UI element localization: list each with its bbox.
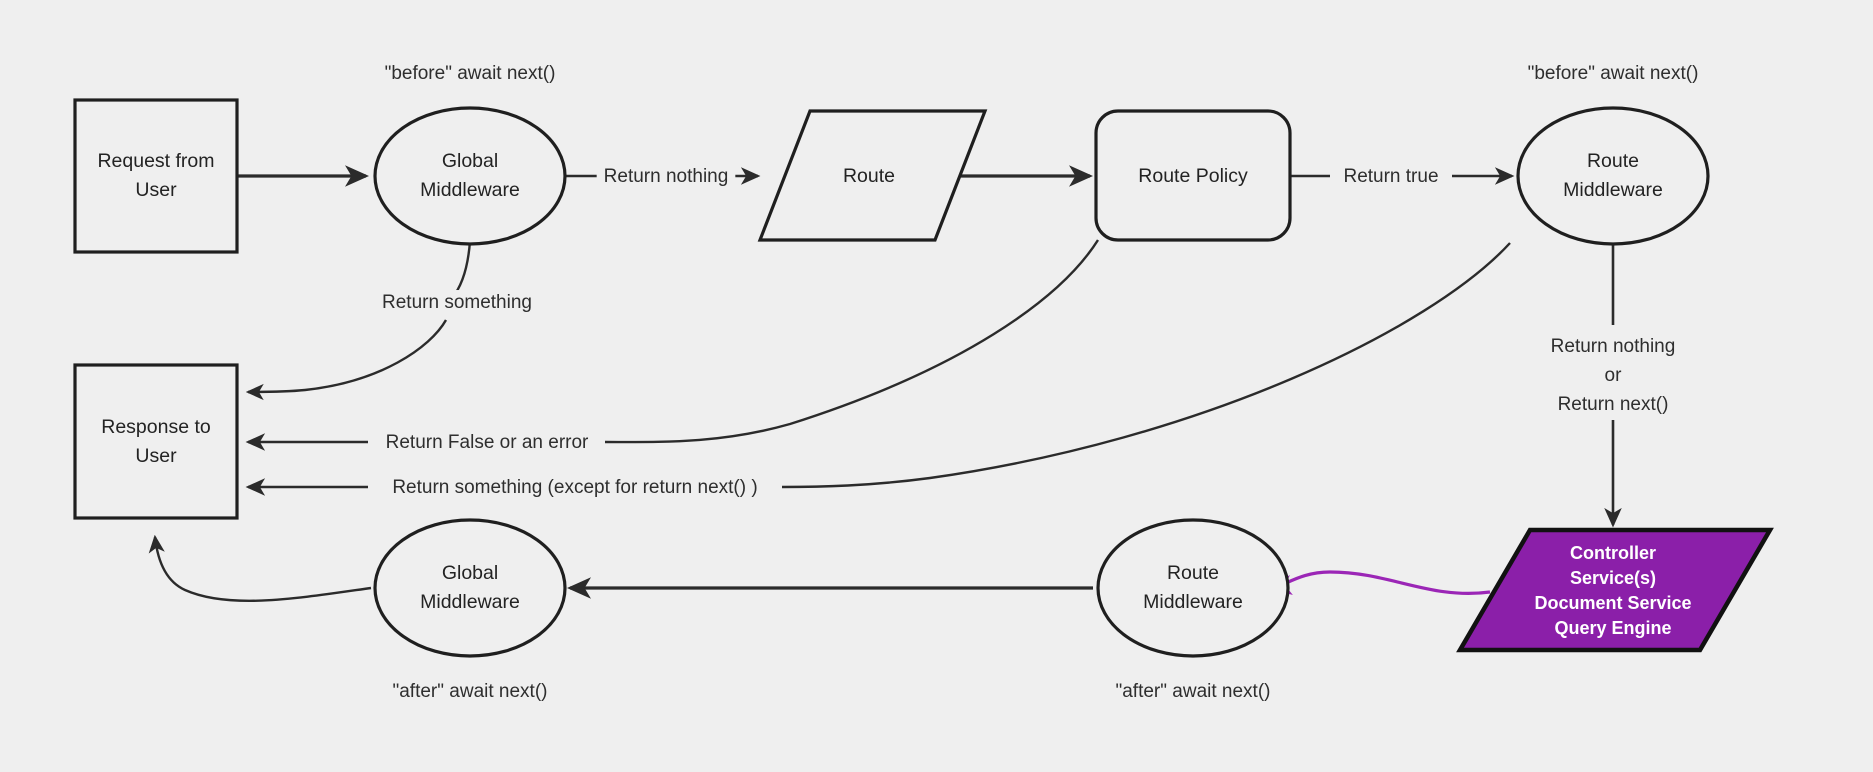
node-route-policy[interactable]: Route Policy (1094, 109, 1292, 242)
edge-label-return-something: Return something (382, 292, 532, 313)
edge-label-controller-line3: Return next() (1558, 394, 1669, 415)
annotation-after-await-next-route: "after" await next() (1116, 681, 1271, 702)
node-label-response-to-user-line2: User (135, 445, 177, 467)
edge-global-middleware-return-something: Return something (245, 240, 539, 401)
node-request-from-user[interactable]: Request from User (73, 98, 239, 254)
edge-label-backing (1597, 363, 1630, 389)
edge-label-return-something-except: Return something (except for return next… (392, 477, 757, 498)
edge-route-middleware-to-controller: Return nothing or Return next() (1543, 243, 1683, 528)
annotation-before-await-next-route: "before" await next() (1528, 63, 1699, 84)
node-label-request-from-user-line1: Request from (97, 150, 214, 172)
edge-label-backing (378, 430, 597, 456)
edge-label-backing (596, 164, 736, 190)
edge-global-middleware-to-route: Return nothing (564, 164, 761, 190)
node-label-route-middleware-after-line1: Route (1167, 562, 1219, 584)
edge-global-middleware-after-to-response (148, 534, 372, 602)
node-response-to-user[interactable]: Response to User (73, 363, 239, 520)
edge-route-policy-return-false: Return False or an error (245, 239, 1100, 456)
node-label-controller-line4: Query Engine (1554, 618, 1671, 638)
edge-label-controller-line1: Return nothing (1551, 336, 1676, 357)
node-label-response-to-user-line1: Response to (101, 416, 211, 438)
node-global-middleware-after[interactable]: Global Middleware (373, 518, 567, 658)
node-label-controller-line2: Service(s) (1570, 568, 1656, 588)
edge-label-controller-line2: or (1605, 365, 1623, 386)
edge-route-policy-to-route-middleware: Return true (1290, 164, 1515, 190)
node-label-route-middleware-before-line2: Middleware (1563, 179, 1663, 201)
edge-label-backing (375, 290, 539, 316)
node-label-global-middleware-after-line1: Global (442, 562, 498, 584)
edge-label-backing (385, 475, 765, 501)
edge-label-backing (1336, 164, 1446, 190)
edge-label-backing (1543, 334, 1683, 360)
node-label-route-middleware-after-line2: Middleware (1143, 591, 1243, 613)
edge-label-backing (1550, 392, 1676, 418)
node-controller-services[interactable]: Controller Service(s) Document Service Q… (1456, 527, 1774, 653)
node-label-controller-line3: Document Service (1534, 593, 1691, 613)
edge-label-return-nothing: Return nothing (604, 166, 729, 187)
node-label-route: Route (843, 165, 895, 187)
node-label-global-middleware-after-line2: Middleware (420, 591, 520, 613)
node-label-route-middleware-before-line1: Route (1587, 150, 1639, 172)
edge-route-middleware-return-something: Return something (except for return next… (245, 242, 1511, 501)
node-label-route-policy: Route Policy (1138, 165, 1248, 187)
node-label-request-from-user-line2: User (135, 179, 177, 201)
edge-label-return-false-or-error: Return False or an error (386, 432, 589, 453)
node-route-middleware-before[interactable]: Route Middleware (1516, 106, 1710, 246)
annotation-after-await-next-global: "after" await next() (393, 681, 548, 702)
node-label-controller-line1: Controller (1570, 543, 1656, 563)
edge-controller-to-route-middleware-after (1269, 570, 1491, 596)
edge-label-return-true: Return true (1343, 166, 1438, 187)
annotation-before-await-next-global: "before" await next() (385, 63, 556, 84)
node-label-global-middleware-before-line2: Middleware (420, 179, 520, 201)
node-route-middleware-after[interactable]: Route Middleware (1096, 518, 1290, 658)
node-label-global-middleware-before-line1: Global (442, 150, 498, 172)
node-route[interactable]: Route (757, 109, 988, 242)
node-global-middleware-before[interactable]: Global Middleware (373, 106, 567, 246)
